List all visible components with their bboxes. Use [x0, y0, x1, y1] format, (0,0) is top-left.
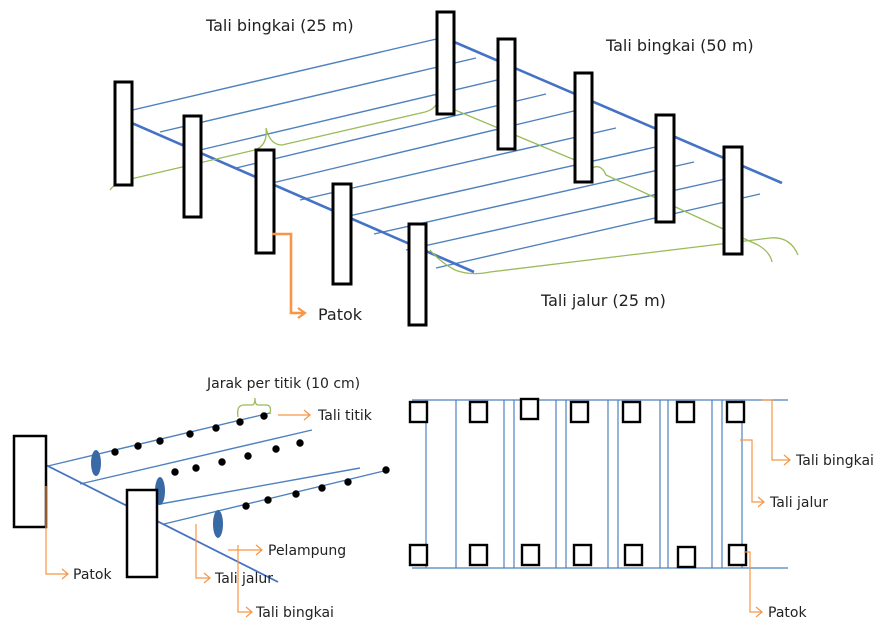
- top-line-ropes: [123, 36, 761, 269]
- bead-icon: [292, 490, 300, 498]
- label-stake-top: Patok: [318, 305, 363, 324]
- stake-icon: [468, 400, 489, 424]
- label-stake-bl: Patok: [73, 567, 112, 583]
- label-line-rope-br: Tali jalur: [769, 495, 828, 511]
- bead-icon: [318, 484, 326, 492]
- bead-icon: [171, 468, 179, 476]
- br-frame-ropes: [412, 399, 788, 569]
- label-float: Pelampung: [268, 543, 346, 559]
- stake-icon: [675, 400, 696, 424]
- stake-icon: [520, 543, 541, 567]
- arrow-icon: [272, 232, 304, 315]
- label-line-25: Tali jalur (25 m): [540, 291, 666, 310]
- stake-icon: [408, 400, 429, 424]
- stake-icon: [519, 397, 540, 421]
- bead-icon: [296, 439, 304, 447]
- bead-icon: [212, 424, 220, 432]
- stake-icon: [623, 543, 644, 567]
- brace-icon: [434, 94, 773, 263]
- brace-icon: [429, 237, 799, 275]
- top-diagram: Tali bingkai (25 m) Tali bingkai (50 m) …: [109, 10, 799, 327]
- bead-icon: [264, 496, 272, 504]
- bead-icon: [236, 418, 244, 426]
- br-stakes-top: [408, 397, 746, 424]
- bead-icon: [134, 442, 142, 450]
- label-frame-25: Tali bingkai (25 m): [205, 16, 354, 35]
- stake-icon: [725, 400, 746, 424]
- bl-stakes: [12, 434, 159, 579]
- bead-icon: [242, 502, 250, 510]
- stake-icon: [12, 434, 48, 529]
- br-pointers: [740, 399, 791, 618]
- bead-icon: [156, 437, 164, 445]
- label-point-rope: Tali titik: [317, 408, 373, 424]
- stake-icon: [435, 10, 456, 116]
- stake-icon: [125, 488, 159, 579]
- bead-icon: [218, 458, 226, 466]
- stake-icon: [496, 37, 517, 151]
- stake-icon: [113, 80, 134, 187]
- stake-icon: [331, 182, 353, 286]
- stake-icon: [573, 71, 594, 184]
- stake-icon: [722, 145, 744, 256]
- stake-icon: [727, 543, 748, 567]
- label-frame-rope-br: Tali bingkai: [795, 453, 874, 469]
- label-frame-rope-bl: Tali bingkai: [255, 605, 334, 621]
- float-icon: [91, 450, 101, 476]
- stake-icon: [408, 543, 429, 567]
- stake-icon: [654, 113, 676, 224]
- stake-icon: [621, 400, 642, 424]
- bead-icon: [382, 466, 390, 474]
- bead-icon: [344, 478, 352, 486]
- bottom-right-diagram: Tali bingkai Tali jalur Patok: [408, 397, 874, 621]
- stake-icon: [676, 545, 697, 569]
- top-stakes: [113, 10, 744, 327]
- stake-icon: [572, 543, 593, 567]
- stake-icon: [182, 114, 203, 219]
- label-frame-50: Tali bingkai (50 m): [605, 36, 754, 55]
- stake-icon: [468, 543, 489, 567]
- label-stake-br: Patok: [768, 605, 807, 621]
- br-line-ropes: [425, 400, 743, 568]
- bead-icon: [272, 445, 280, 453]
- label-spacing: Jarak per titik (10 cm): [206, 376, 360, 392]
- bead-icon: [192, 464, 200, 472]
- label-line-rope-bl: Tali jalur: [214, 571, 273, 587]
- bl-beads: [111, 412, 390, 510]
- stake-icon: [569, 400, 590, 424]
- bl-pointers: [45, 409, 311, 618]
- bead-icon: [244, 452, 252, 460]
- stake-icon: [407, 222, 428, 327]
- stake-icon: [254, 148, 276, 255]
- float-icon: [213, 510, 223, 538]
- brace-icon: [236, 397, 272, 418]
- bead-icon: [186, 430, 194, 438]
- bead-icon: [111, 448, 119, 456]
- bottom-left-diagram: Jarak per titik (10 cm) Tali titik Pelam…: [12, 376, 390, 621]
- bead-icon: [260, 412, 268, 420]
- br-stakes-bottom: [408, 543, 748, 569]
